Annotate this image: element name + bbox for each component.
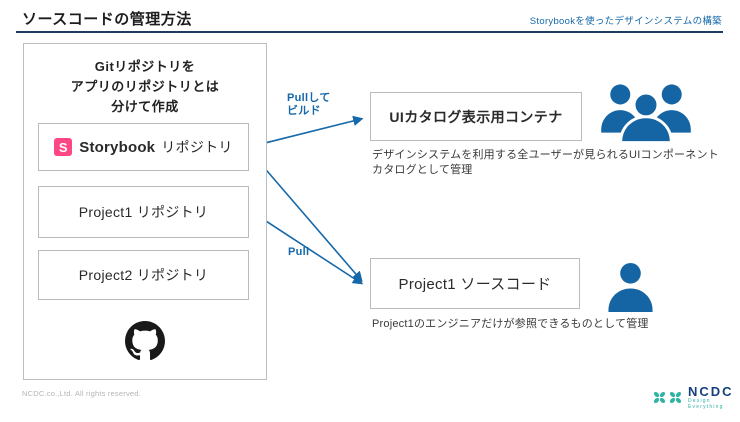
ncdc-clover-icon [669, 391, 682, 404]
storybook-brand-label: Storybook [79, 138, 156, 156]
ui-catalog-box: UIカタログ表示用コンテナ [370, 92, 582, 141]
pull-build-label: Pullして ビルド [287, 92, 331, 117]
source-code-description: Project1のエンジニアだけが参照できるものとして管理 [372, 318, 649, 330]
storybook-repo-label: リポジトリ [161, 139, 233, 155]
storybook-icon: S [54, 138, 73, 156]
user-icon [606, 263, 655, 312]
github-icon [125, 321, 165, 361]
project2-repo-box: Project2 リポジトリ [38, 250, 249, 300]
pull-label: Pull [288, 246, 310, 258]
panel-heading: Gitリポジトリを アプリのリポジトリとは 分けて作成 [70, 59, 220, 114]
ncdc-logo-tagline: Design Everything [688, 398, 724, 410]
page-subtitle: Storybookを使ったデザインシステムの構築 [529, 16, 722, 27]
page-title: ソースコードの管理方法 [22, 11, 192, 28]
project1-repo-label: Project1 リポジトリ [78, 204, 209, 220]
project1-repo-box: Project1 リポジトリ [38, 186, 249, 238]
footer-copyright: NCDC.co.,Ltd. All rights reserved. [22, 389, 141, 398]
source-code-box: Project1 ソースコード [370, 258, 580, 309]
ncdc-clover-icon [653, 391, 666, 404]
git-repos-panel: Gitリポジトリを アプリのリポジトリとは 分けて作成 S Storybook … [23, 43, 267, 380]
ui-catalog-title: UIカタログ表示用コンテナ [389, 108, 563, 125]
source-code-title: Project1 ソースコード [398, 276, 552, 293]
ui-catalog-description: デザインシステムを利用する全ユーザーが見られるUIコンポーネント カタログとして… [372, 149, 719, 176]
storybook-repo-box: S Storybook リポジトリ [38, 123, 249, 171]
ncdc-logo-text: NCDC [688, 384, 734, 399]
users-group-icon [599, 83, 693, 144]
ncdc-logo: NCDC Design Everything [652, 385, 740, 410]
title-underline [16, 31, 723, 33]
project2-repo-label: Project2 リポジトリ [78, 267, 209, 283]
